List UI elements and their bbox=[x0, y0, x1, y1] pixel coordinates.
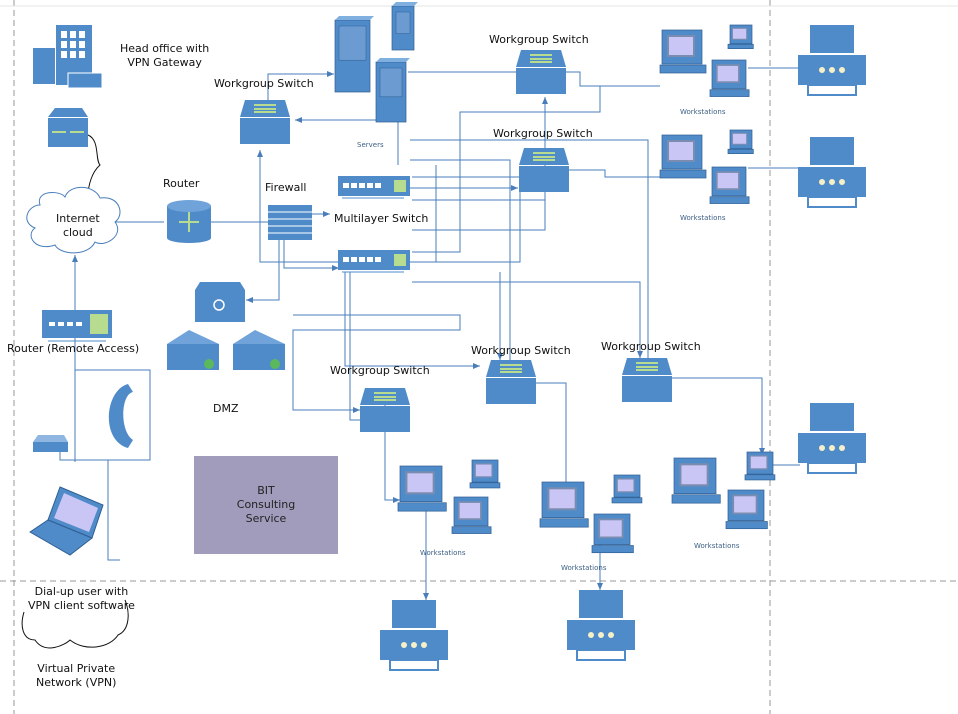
connection-line bbox=[568, 169, 660, 178]
printer-icon bbox=[798, 137, 866, 208]
internet-cloud-label: Internet cloud bbox=[56, 212, 100, 239]
dialup-label: Dial-up user with VPN client software bbox=[28, 585, 135, 612]
workstation-icon bbox=[469, 459, 501, 489]
connection-line bbox=[412, 191, 546, 201]
workstation-icon bbox=[611, 474, 643, 504]
workgroup-switch-label: Workgroup Switch bbox=[601, 340, 701, 353]
connection-line bbox=[410, 192, 521, 263]
workstation-icon bbox=[709, 59, 750, 97]
connection-line bbox=[344, 272, 480, 369]
connection-lines bbox=[59, 67, 800, 600]
telephone-icon bbox=[108, 384, 133, 448]
connection-line bbox=[384, 405, 400, 503]
modem-icon bbox=[33, 435, 68, 452]
connection-line bbox=[349, 272, 360, 421]
multilayer-switch-icon bbox=[338, 176, 410, 199]
printer-icon bbox=[798, 403, 866, 474]
workgroup-switch-icon bbox=[519, 148, 569, 192]
server-icon bbox=[391, 2, 418, 51]
internet-cloud-icon bbox=[26, 186, 121, 254]
servers-label: Servers bbox=[357, 141, 384, 149]
workstation-icon bbox=[591, 513, 634, 554]
bit-consulting-label: BIT Consulting Service bbox=[236, 484, 296, 525]
connection-line bbox=[410, 159, 511, 360]
connection-line bbox=[412, 281, 643, 358]
firewall-label: Firewall bbox=[265, 181, 307, 194]
firewall-icon bbox=[268, 205, 312, 240]
server-icon bbox=[334, 16, 374, 93]
workgroup-switch-icon bbox=[486, 360, 536, 404]
head-office-label: Head office with VPN Gateway bbox=[120, 42, 210, 69]
vpn-label: Virtual Private Network (VPN) bbox=[36, 662, 117, 689]
cable bbox=[87, 134, 101, 198]
workgroup-switch-label: Workgroup Switch bbox=[493, 127, 593, 140]
workgroup-switch-label: Workgroup Switch bbox=[330, 364, 430, 377]
workstation-icon bbox=[727, 24, 754, 50]
connection-line bbox=[292, 314, 461, 413]
workstation-icon bbox=[725, 489, 768, 530]
workstation-icon bbox=[727, 129, 754, 155]
connection-line bbox=[267, 71, 334, 100]
laptop-icon bbox=[29, 486, 104, 556]
dmz-label: DMZ bbox=[213, 402, 239, 415]
workstations-label: Workstations bbox=[420, 549, 466, 557]
printer-icon bbox=[567, 590, 635, 661]
workstations-label: Workstations bbox=[680, 108, 726, 116]
connection-line bbox=[536, 382, 569, 490]
workstation-icon bbox=[539, 481, 589, 528]
workgroup-switch-icon bbox=[622, 358, 672, 402]
connection-line bbox=[246, 240, 280, 303]
workstation-icon bbox=[744, 451, 776, 481]
connection-line bbox=[283, 240, 339, 271]
workstation-icon bbox=[397, 465, 447, 512]
server-icon bbox=[375, 58, 410, 123]
workgroup-switch-icon bbox=[360, 388, 410, 432]
workstation-icon bbox=[659, 29, 707, 74]
workgroup-switch-icon bbox=[516, 50, 566, 94]
connection-line bbox=[672, 377, 765, 455]
workgroup-switch-icon bbox=[240, 100, 290, 144]
connection-line bbox=[410, 139, 649, 360]
workstations-label: Workstations bbox=[561, 564, 607, 572]
workgroup-switch-label: Workgroup Switch bbox=[471, 344, 571, 357]
workstation-icon bbox=[451, 496, 492, 534]
dmz-server-icon bbox=[167, 330, 219, 370]
multilayer-switch-label: Multilayer Switch bbox=[334, 212, 429, 225]
printer-icon bbox=[798, 25, 866, 96]
connection-line bbox=[59, 369, 151, 461]
router-remote-label: Router (Remote Access) bbox=[7, 342, 140, 355]
workgroup-switch-label: Workgroup Switch bbox=[214, 77, 314, 90]
vpn-cloud-outline-icon bbox=[21, 599, 129, 649]
router-label: Router bbox=[163, 177, 200, 190]
vpn-gateway-icon bbox=[48, 108, 88, 147]
router-icon bbox=[167, 200, 211, 243]
connection-line bbox=[408, 71, 660, 87]
workstation-icon bbox=[709, 166, 750, 204]
workstations-label: Workstations bbox=[680, 214, 726, 222]
dmz-server-icon bbox=[233, 330, 285, 370]
workgroup-switch-label: Workgroup Switch bbox=[489, 33, 589, 46]
workstations-label: Workstations bbox=[694, 542, 740, 550]
connection-line bbox=[412, 191, 546, 231]
printer-icon bbox=[380, 600, 448, 671]
load-balancer-icon bbox=[195, 282, 245, 322]
router-remote-access-icon bbox=[42, 310, 112, 342]
workstation-icon bbox=[659, 134, 707, 179]
workstation-icon bbox=[671, 457, 721, 504]
bit-consulting-box: BIT Consulting Service bbox=[194, 456, 338, 554]
connection-line bbox=[257, 150, 345, 263]
connection-line bbox=[412, 86, 601, 253]
head-office-building-icon bbox=[33, 25, 103, 89]
connection-line bbox=[107, 460, 120, 561]
multilayer-switch-icon bbox=[338, 250, 410, 273]
